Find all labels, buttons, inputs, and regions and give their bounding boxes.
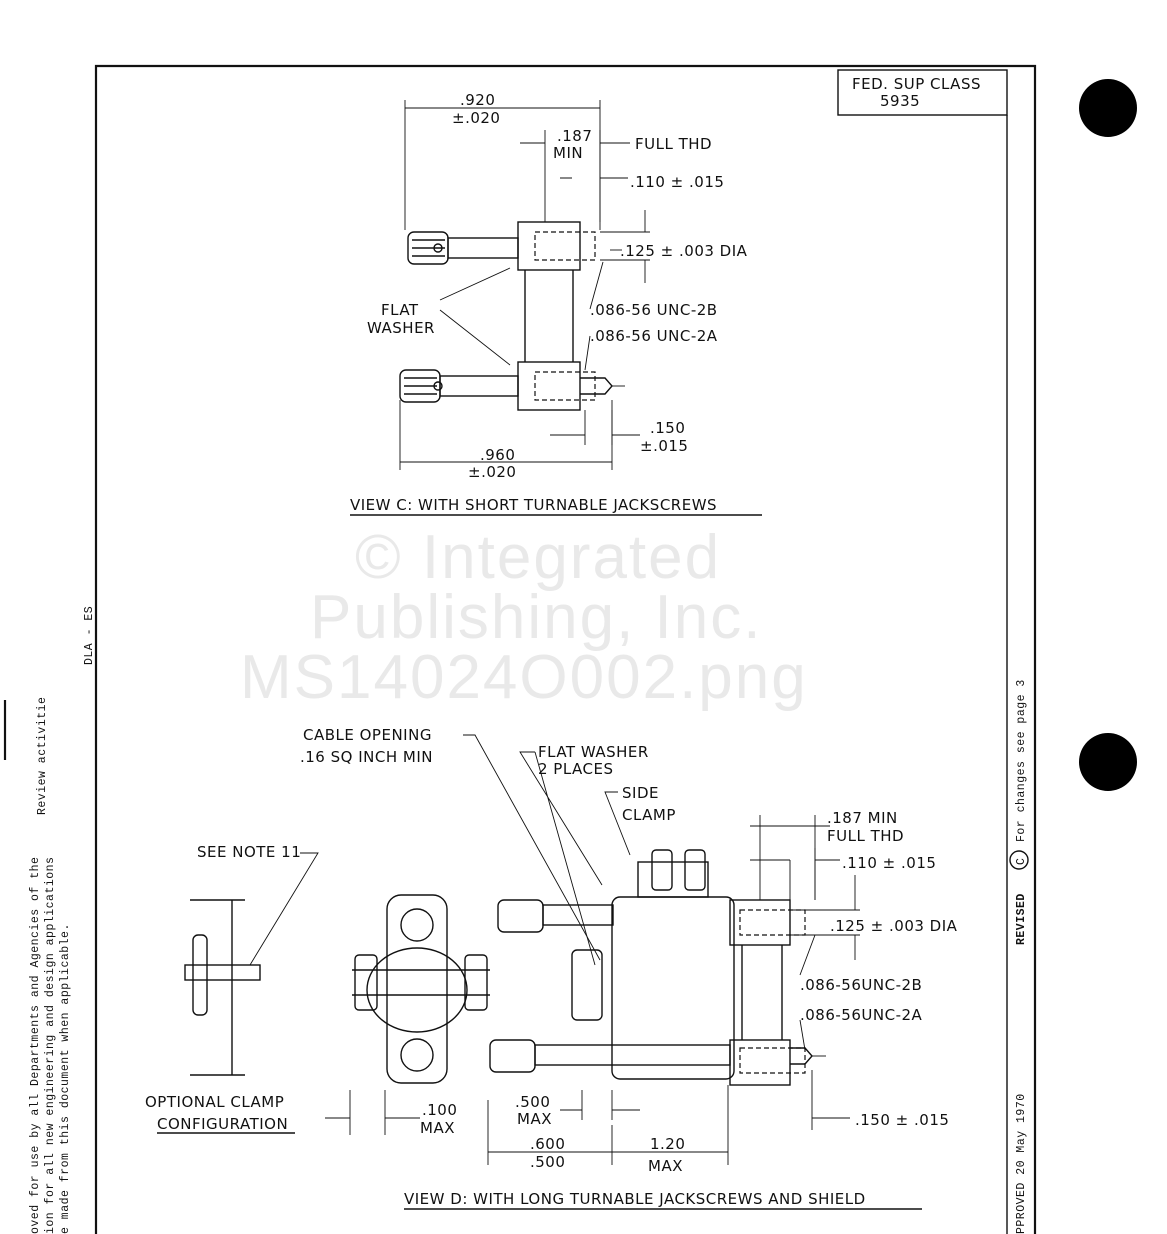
full-thd-label: FULL THD	[635, 135, 712, 153]
optional-clamp-label-1: OPTIONAL CLAMP	[145, 1093, 284, 1111]
dim-d-187: .187 MIN	[827, 809, 898, 827]
view-c-caption: VIEW C: WITH SHORT TURNABLE JACKSCREWS	[350, 496, 717, 514]
see-note-label: SEE NOTE 11	[197, 843, 301, 861]
margin-review: Review activitie	[36, 697, 49, 815]
thread-2b-label: .086-56 UNC-2B	[590, 301, 718, 319]
view-d-caption: VIEW D: WITH LONG TURNABLE JACKSCREWS AN…	[404, 1190, 866, 1208]
punch-hole-bottom	[1079, 733, 1137, 791]
side-clamp-label-1: SIDE	[622, 784, 659, 802]
dim-960: .960	[480, 446, 515, 464]
dim-d-120-max: MAX	[648, 1157, 683, 1175]
left-margin-notes: oved for use by all Departments and Agen…	[3, 606, 96, 1234]
dim-187: .187	[557, 127, 592, 145]
thread-d-2b: .086-56UNC-2B	[800, 976, 922, 994]
fed-sup-class-value: 5935	[880, 92, 920, 110]
thread-2a-label: .086-56 UNC-2A	[590, 327, 718, 345]
dim-d-600: .600	[530, 1135, 565, 1153]
dim-150: .150	[650, 419, 685, 437]
fed-sup-class-label: FED. SUP CLASS	[852, 75, 981, 93]
dim-d-110: .110 ± .015	[842, 854, 936, 872]
flat-washer-label-2: WASHER	[367, 319, 435, 337]
watermark-line-3: MS14024O002.png	[240, 643, 808, 712]
margin-line-1: oved for use by all Departments and Agen…	[29, 857, 42, 1234]
changes-note: For changes see page 3	[1015, 679, 1028, 842]
dim-d-100-max: MAX	[420, 1119, 455, 1137]
dim-d-100: .100	[422, 1101, 457, 1119]
flat-washer-label-1: FLAT	[381, 301, 419, 319]
dim-d-120: 1.20	[650, 1135, 685, 1153]
view-c-drawing	[399, 100, 650, 470]
margin-code: DLA - ES	[83, 606, 96, 665]
sheet-border	[94, 64, 1037, 1234]
margin-line-2: ion for all new engineering and design a…	[44, 857, 57, 1234]
dim-d-500: .500	[515, 1093, 550, 1111]
dim-d-full-thd: FULL THD	[827, 827, 904, 845]
dim-960-tol: ±.020	[468, 463, 516, 481]
title-block: FED. SUP CLASS 5935	[837, 69, 1008, 116]
watermark-line-1: © Integrated	[355, 523, 721, 592]
flat-washer-d-places: 2 PLACES	[538, 760, 614, 778]
dim-187-min: MIN	[553, 144, 583, 162]
view-d-drawing	[184, 734, 860, 1165]
dim-150-tol: ±.015	[640, 437, 688, 455]
dim-920-tol: ±.020	[452, 109, 500, 127]
punch-hole-top	[1079, 79, 1137, 137]
approved-date: PPROVED 20 May 1970	[1015, 1093, 1028, 1234]
watermark-line-2: Publishing, Inc.	[310, 583, 762, 652]
dim-d-500-max: MAX	[517, 1110, 552, 1128]
dim-125-dia: .125 ± .003 DIA	[620, 242, 748, 260]
cable-opening-label: CABLE OPENING	[303, 726, 432, 744]
optional-clamp-label-2: CONFIGURATION	[157, 1115, 288, 1133]
thread-d-2a: .086-56UNC-2A	[800, 1006, 923, 1024]
dim-110: .110 ± .015	[630, 173, 724, 191]
revision-letter: C	[1015, 858, 1028, 865]
cable-opening-size: .16 SQ INCH MIN	[300, 748, 433, 766]
watermark: © Integrated Publishing, Inc. MS14024O00…	[240, 523, 808, 712]
dim-d-125-dia: .125 ± .003 DIA	[830, 917, 958, 935]
right-margin-notes: PPROVED 20 May 1970 REVISED C For change…	[1009, 679, 1029, 1234]
side-clamp-label-2: CLAMP	[622, 806, 676, 824]
flat-washer-d-label: FLAT WASHER	[538, 743, 649, 761]
view-c-labels: .920 ±.020 .187 MIN FULL THD .110 ± .015…	[350, 91, 762, 516]
margin-line-3: e made from this document when applicabl…	[59, 923, 72, 1234]
dim-d-150: .150 ± .015	[855, 1111, 949, 1129]
view-d-labels: CABLE OPENING .16 SQ INCH MIN FLAT WASHE…	[145, 726, 958, 1210]
revised-label: REVISED	[1015, 893, 1028, 945]
dim-920: .920	[460, 91, 495, 109]
dim-d-600-500: .500	[530, 1153, 565, 1171]
